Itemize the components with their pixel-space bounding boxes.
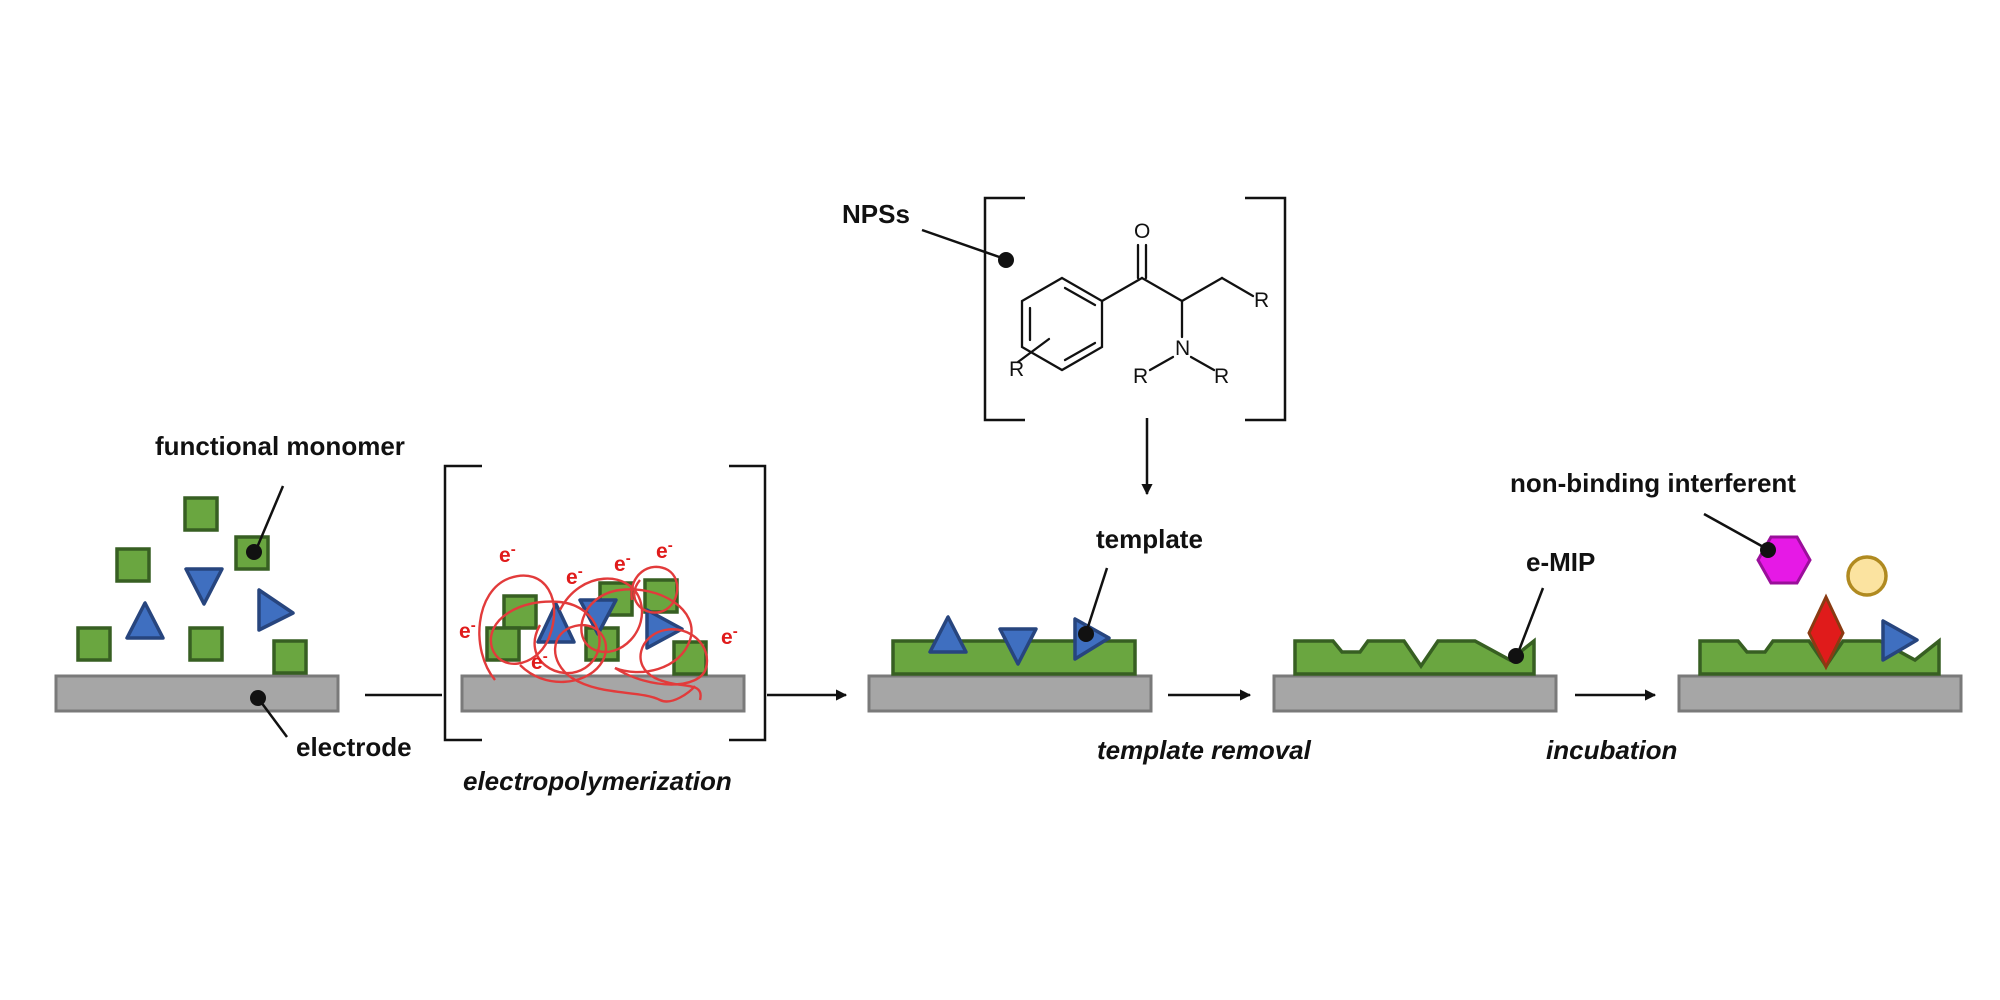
electron-charge: - <box>733 623 738 640</box>
electron-symbol: e <box>566 566 578 589</box>
monomer-leader-dot <box>246 544 262 560</box>
electron-charge: - <box>471 617 476 634</box>
template-triangle-up <box>125 601 165 640</box>
electron-charge: - <box>578 563 583 580</box>
beta-to-r-bond <box>1220 276 1255 298</box>
monomer-square <box>115 547 151 583</box>
npss-leader-line <box>921 228 1006 261</box>
electron-label: e- <box>721 623 738 649</box>
bound-template-diamond <box>1807 593 1845 671</box>
electrode-bar <box>1272 674 1558 713</box>
electropolymerization-label: electropolymerization <box>463 766 732 796</box>
template-triangle-down <box>998 627 1038 666</box>
polymer-chain <box>614 628 709 701</box>
npss-chemical-structure: O N R R R R NPSs <box>842 196 1287 422</box>
monomer-square <box>76 626 112 662</box>
template-removal-label: template removal <box>1097 735 1312 765</box>
electron-label: e- <box>656 537 673 563</box>
electron-symbol: e <box>721 626 733 649</box>
template-leader-line <box>1085 567 1109 631</box>
electron-symbol: e <box>656 540 668 563</box>
r-group-label: R <box>1254 289 1269 312</box>
monomer-square <box>188 626 224 662</box>
template-triangle-down <box>184 567 224 606</box>
r-group-label: R <box>1133 365 1148 388</box>
electrode-bar <box>54 674 340 713</box>
electron-symbol: e <box>614 553 626 576</box>
npss-leader-dot <box>998 252 1014 268</box>
electron-charge: - <box>511 541 516 558</box>
npss-label: NPSs <box>842 199 910 229</box>
electron-label: e- <box>499 541 516 567</box>
r-group-label: R <box>1214 365 1229 388</box>
monomer-leader-line <box>254 485 285 551</box>
right-bracket <box>729 464 767 742</box>
electron-charge: - <box>626 550 631 567</box>
electron-symbol: e <box>459 620 471 643</box>
incubation-label: incubation <box>1546 735 1677 765</box>
ring-to-carbonyl-bond <box>1100 276 1144 303</box>
polymer-chain <box>478 574 601 681</box>
alpha-to-beta-bond <box>1180 276 1224 303</box>
monomer-square <box>234 535 270 571</box>
electrode-bar <box>1677 674 1963 713</box>
carbonyl-to-alpha-bond <box>1140 276 1184 303</box>
nitrogen-to-r-bond <box>1189 355 1216 372</box>
bound-template-triangle-right <box>1881 619 1919 662</box>
e-mip-film-with-cavities <box>1293 637 1536 676</box>
e-mip-leader-line <box>1516 587 1545 654</box>
electron-label: e- <box>614 550 631 576</box>
stage-3-imprinted-film: template <box>867 524 1203 713</box>
e-mip-film-with-cavities <box>1698 637 1941 676</box>
aromatic-bond <box>1063 286 1097 307</box>
polymer-chain <box>519 623 696 703</box>
template-triangle-up <box>928 615 968 654</box>
electron-charge: - <box>668 537 673 554</box>
left-bracket <box>443 464 482 742</box>
benzene-ring <box>1016 276 1104 372</box>
right-bracket <box>1245 196 1287 422</box>
template-triangle-right <box>257 588 295 632</box>
electrode-label: electrode <box>296 732 412 762</box>
template-triangle-up <box>536 602 576 644</box>
polymer-chain <box>630 565 679 614</box>
oxygen-atom: O <box>1134 220 1150 243</box>
electrode-leader-dot <box>250 690 266 706</box>
non-binding-interferent-label: non-binding interferent <box>1510 468 1796 498</box>
electron-label: e- <box>566 563 583 589</box>
r-group-label: R <box>1009 358 1024 381</box>
monomer-square <box>183 496 219 532</box>
left-bracket <box>983 196 1025 422</box>
electron-label: e- <box>531 648 548 674</box>
e-mip-label: e-MIP <box>1526 547 1595 577</box>
polymer-chains <box>478 565 709 703</box>
template-leader-dot <box>1078 626 1094 642</box>
e-mip-leader-dot <box>1508 648 1524 664</box>
interferent-leader-line <box>1703 512 1768 551</box>
nitrogen-to-r-bond <box>1148 355 1175 372</box>
monomer-square <box>584 626 620 662</box>
stage-5-incubation: non-binding interferent <box>1510 468 1963 713</box>
electrode-bar <box>867 674 1153 713</box>
ring-hexagon <box>1020 276 1104 372</box>
electrode-bar <box>460 674 746 713</box>
template-label: template <box>1096 524 1203 554</box>
electron-label: e- <box>459 617 476 643</box>
functional-monomer-label: functional monomer <box>155 431 405 461</box>
interferent-leader-dot <box>1760 542 1776 558</box>
aromatic-bond <box>1063 341 1097 362</box>
electron-symbol: e <box>531 651 543 674</box>
interferent-circle <box>1846 555 1888 597</box>
electron-charge: - <box>543 648 548 665</box>
stage-4-e-mip: e-MIP <box>1272 547 1595 713</box>
monomer-square <box>272 639 308 675</box>
electrode-leader-line <box>256 697 289 738</box>
electron-symbol: e <box>499 544 511 567</box>
ring-substituent-bond <box>1016 337 1051 364</box>
stage-1-initial-mixture: functional monomer electrode <box>54 431 412 762</box>
stage-2-electropolymerization: e- e- e- e- e- e- e- electropolymerizati… <box>443 464 767 796</box>
nitrogen-atom: N <box>1175 337 1190 360</box>
